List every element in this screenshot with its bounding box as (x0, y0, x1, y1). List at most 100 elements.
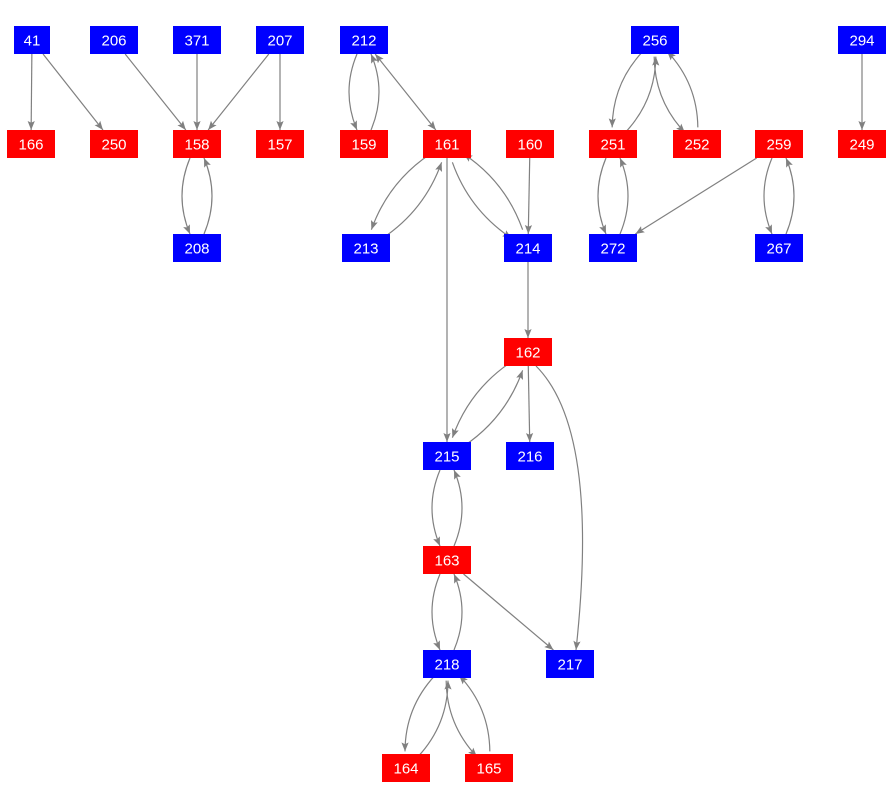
node-box (173, 234, 221, 262)
node-box (504, 338, 552, 366)
edge-162-to-215 (451, 361, 512, 438)
node-371[interactable]: 371 (173, 26, 221, 54)
edge-272-to-251 (619, 157, 629, 235)
node-label: 267 (766, 241, 791, 258)
node-214[interactable]: 214 (504, 234, 552, 262)
node-box (755, 130, 803, 158)
node-box (589, 130, 637, 158)
edge-259-to-272 (635, 157, 757, 235)
node-label: 214 (515, 241, 540, 258)
edge-163-to-215 (453, 469, 463, 547)
edge-165-to-218 (458, 674, 491, 752)
node-label: 371 (184, 33, 209, 50)
node-box (465, 754, 513, 782)
node-252[interactable]: 252 (673, 130, 721, 158)
node-160[interactable]: 160 (506, 130, 554, 158)
node-label: 160 (517, 137, 542, 154)
node-217[interactable]: 217 (546, 650, 594, 678)
node-label: 215 (434, 449, 459, 466)
node-box (382, 754, 430, 782)
node-216[interactable]: 216 (506, 442, 554, 470)
node-272[interactable]: 272 (589, 234, 637, 262)
node-box (506, 442, 554, 470)
node-157[interactable]: 157 (256, 130, 304, 158)
node-box (256, 26, 304, 54)
node-label: 207 (267, 33, 292, 50)
node-158[interactable]: 158 (173, 130, 221, 158)
edge-267-to-259 (785, 157, 795, 235)
node-label: 272 (600, 241, 625, 258)
edge-215-to-163 (431, 469, 441, 547)
node-259[interactable]: 259 (755, 130, 803, 158)
node-161[interactable]: 161 (423, 130, 471, 158)
edge-159-to-212 (370, 53, 380, 131)
node-box (340, 130, 388, 158)
node-label: 206 (101, 33, 126, 50)
node-164[interactable]: 164 (382, 754, 430, 782)
node-label: 157 (267, 137, 292, 154)
node-box (506, 130, 554, 158)
node-label: 163 (434, 553, 459, 570)
node-207[interactable]: 207 (256, 26, 304, 54)
edge-212-to-159 (348, 53, 358, 131)
node-box (423, 650, 471, 678)
node-label: 249 (849, 137, 874, 154)
node-label: 161 (434, 137, 459, 154)
node-162[interactable]: 162 (504, 338, 552, 366)
node-box (423, 130, 471, 158)
node-251[interactable]: 251 (589, 130, 637, 158)
node-165[interactable]: 165 (465, 754, 513, 782)
node-249[interactable]: 249 (838, 130, 886, 158)
node-163[interactable]: 163 (423, 546, 471, 574)
node-159[interactable]: 159 (340, 130, 388, 158)
edge-162-to-217 (535, 365, 584, 651)
node-166[interactable]: 166 (7, 130, 55, 158)
node-256[interactable]: 256 (631, 26, 679, 54)
node-box (14, 26, 50, 54)
node-215[interactable]: 215 (423, 442, 471, 470)
node-label: 164 (393, 761, 418, 778)
node-box (423, 442, 471, 470)
edge-161-to-213 (370, 153, 431, 230)
node-box (90, 130, 138, 158)
node-label: 218 (434, 657, 459, 674)
edge-256-to-251 (608, 50, 644, 128)
node-250[interactable]: 250 (90, 130, 138, 158)
edge-215-to-162 (463, 370, 524, 447)
node-label: 159 (351, 137, 376, 154)
edge-206-to-158 (124, 53, 187, 131)
node-box (173, 130, 221, 158)
node-218[interactable]: 218 (423, 650, 471, 678)
node-206[interactable]: 206 (90, 26, 138, 54)
edge-213-to-161 (382, 162, 443, 239)
node-label: 212 (351, 33, 376, 50)
node-box (504, 234, 552, 262)
node-267[interactable]: 267 (755, 234, 803, 262)
edge-259-to-267 (763, 157, 773, 235)
node-box (340, 26, 388, 54)
node-label: 252 (684, 137, 709, 154)
node-213[interactable]: 213 (342, 234, 390, 262)
node-label: 213 (353, 241, 378, 258)
edge-252-to-256 (666, 50, 699, 128)
node-box (631, 26, 679, 54)
node-41[interactable]: 41 (14, 26, 50, 54)
edge-158-to-208 (181, 157, 191, 235)
node-label: 165 (476, 761, 501, 778)
edge-214-to-161 (463, 153, 524, 230)
node-label: 250 (101, 137, 126, 154)
node-208[interactable]: 208 (173, 234, 221, 262)
edge-208-to-158 (203, 157, 213, 235)
node-label: 162 (515, 345, 540, 362)
node-label: 251 (600, 137, 625, 154)
node-box (342, 234, 390, 262)
node-294[interactable]: 294 (838, 26, 886, 54)
node-label: 208 (184, 241, 209, 258)
node-box (838, 26, 886, 54)
edge-218-to-165 (445, 680, 478, 758)
edge-163-to-217 (463, 573, 554, 651)
edge-218-to-164 (401, 675, 436, 752)
node-212[interactable]: 212 (340, 26, 388, 54)
